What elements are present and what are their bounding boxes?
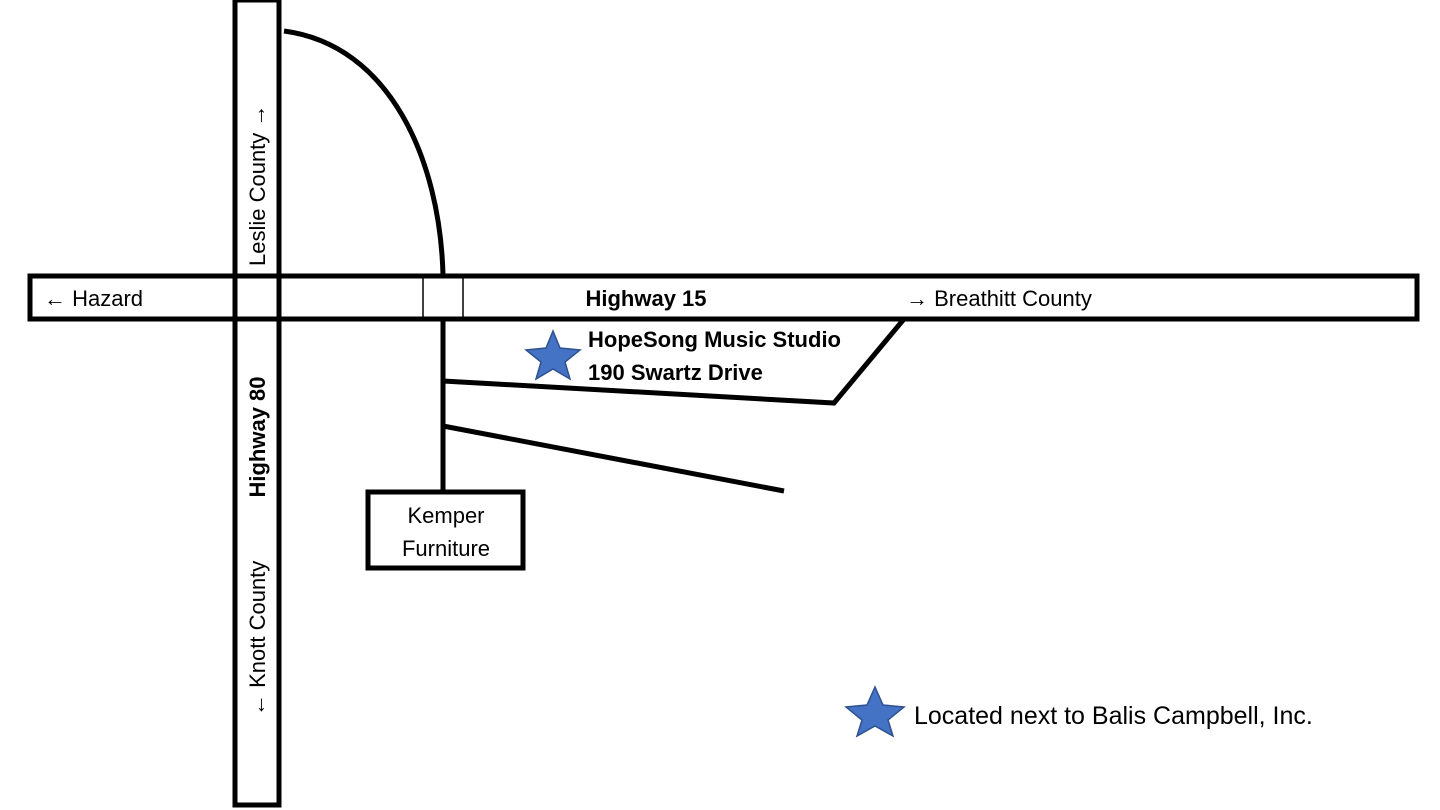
highway-80-road	[232, 0, 282, 808]
highway-15-label: Highway 15	[585, 286, 706, 311]
highway-80-label: Highway 80	[245, 376, 270, 497]
breathitt-county-label: → Breathitt County	[906, 286, 1092, 311]
kemper-furniture-box	[365, 489, 526, 571]
kemper-label-line1: Kemper	[407, 503, 484, 528]
studio-star-icon	[524, 329, 582, 381]
hazard-label: ← Hazard	[44, 286, 143, 311]
leslie-county-label: Leslie County →	[245, 105, 270, 266]
knott-county-label: ← Knott County	[245, 561, 270, 716]
lower-side-road	[442, 423, 785, 494]
legend-text: Located next to Balis Campbell, Inc.	[914, 702, 1313, 730]
highway-15-road	[27, 273, 1420, 322]
legend-star-icon	[844, 685, 906, 738]
studio-address-label: 190 Swartz Drive	[588, 360, 763, 385]
studio-name-label: HopeSong Music Studio	[588, 327, 841, 352]
kemper-label-line2: Furniture	[402, 536, 490, 561]
curved-connector-road	[283, 28, 446, 276]
swartz-drive-road	[442, 317, 906, 406]
